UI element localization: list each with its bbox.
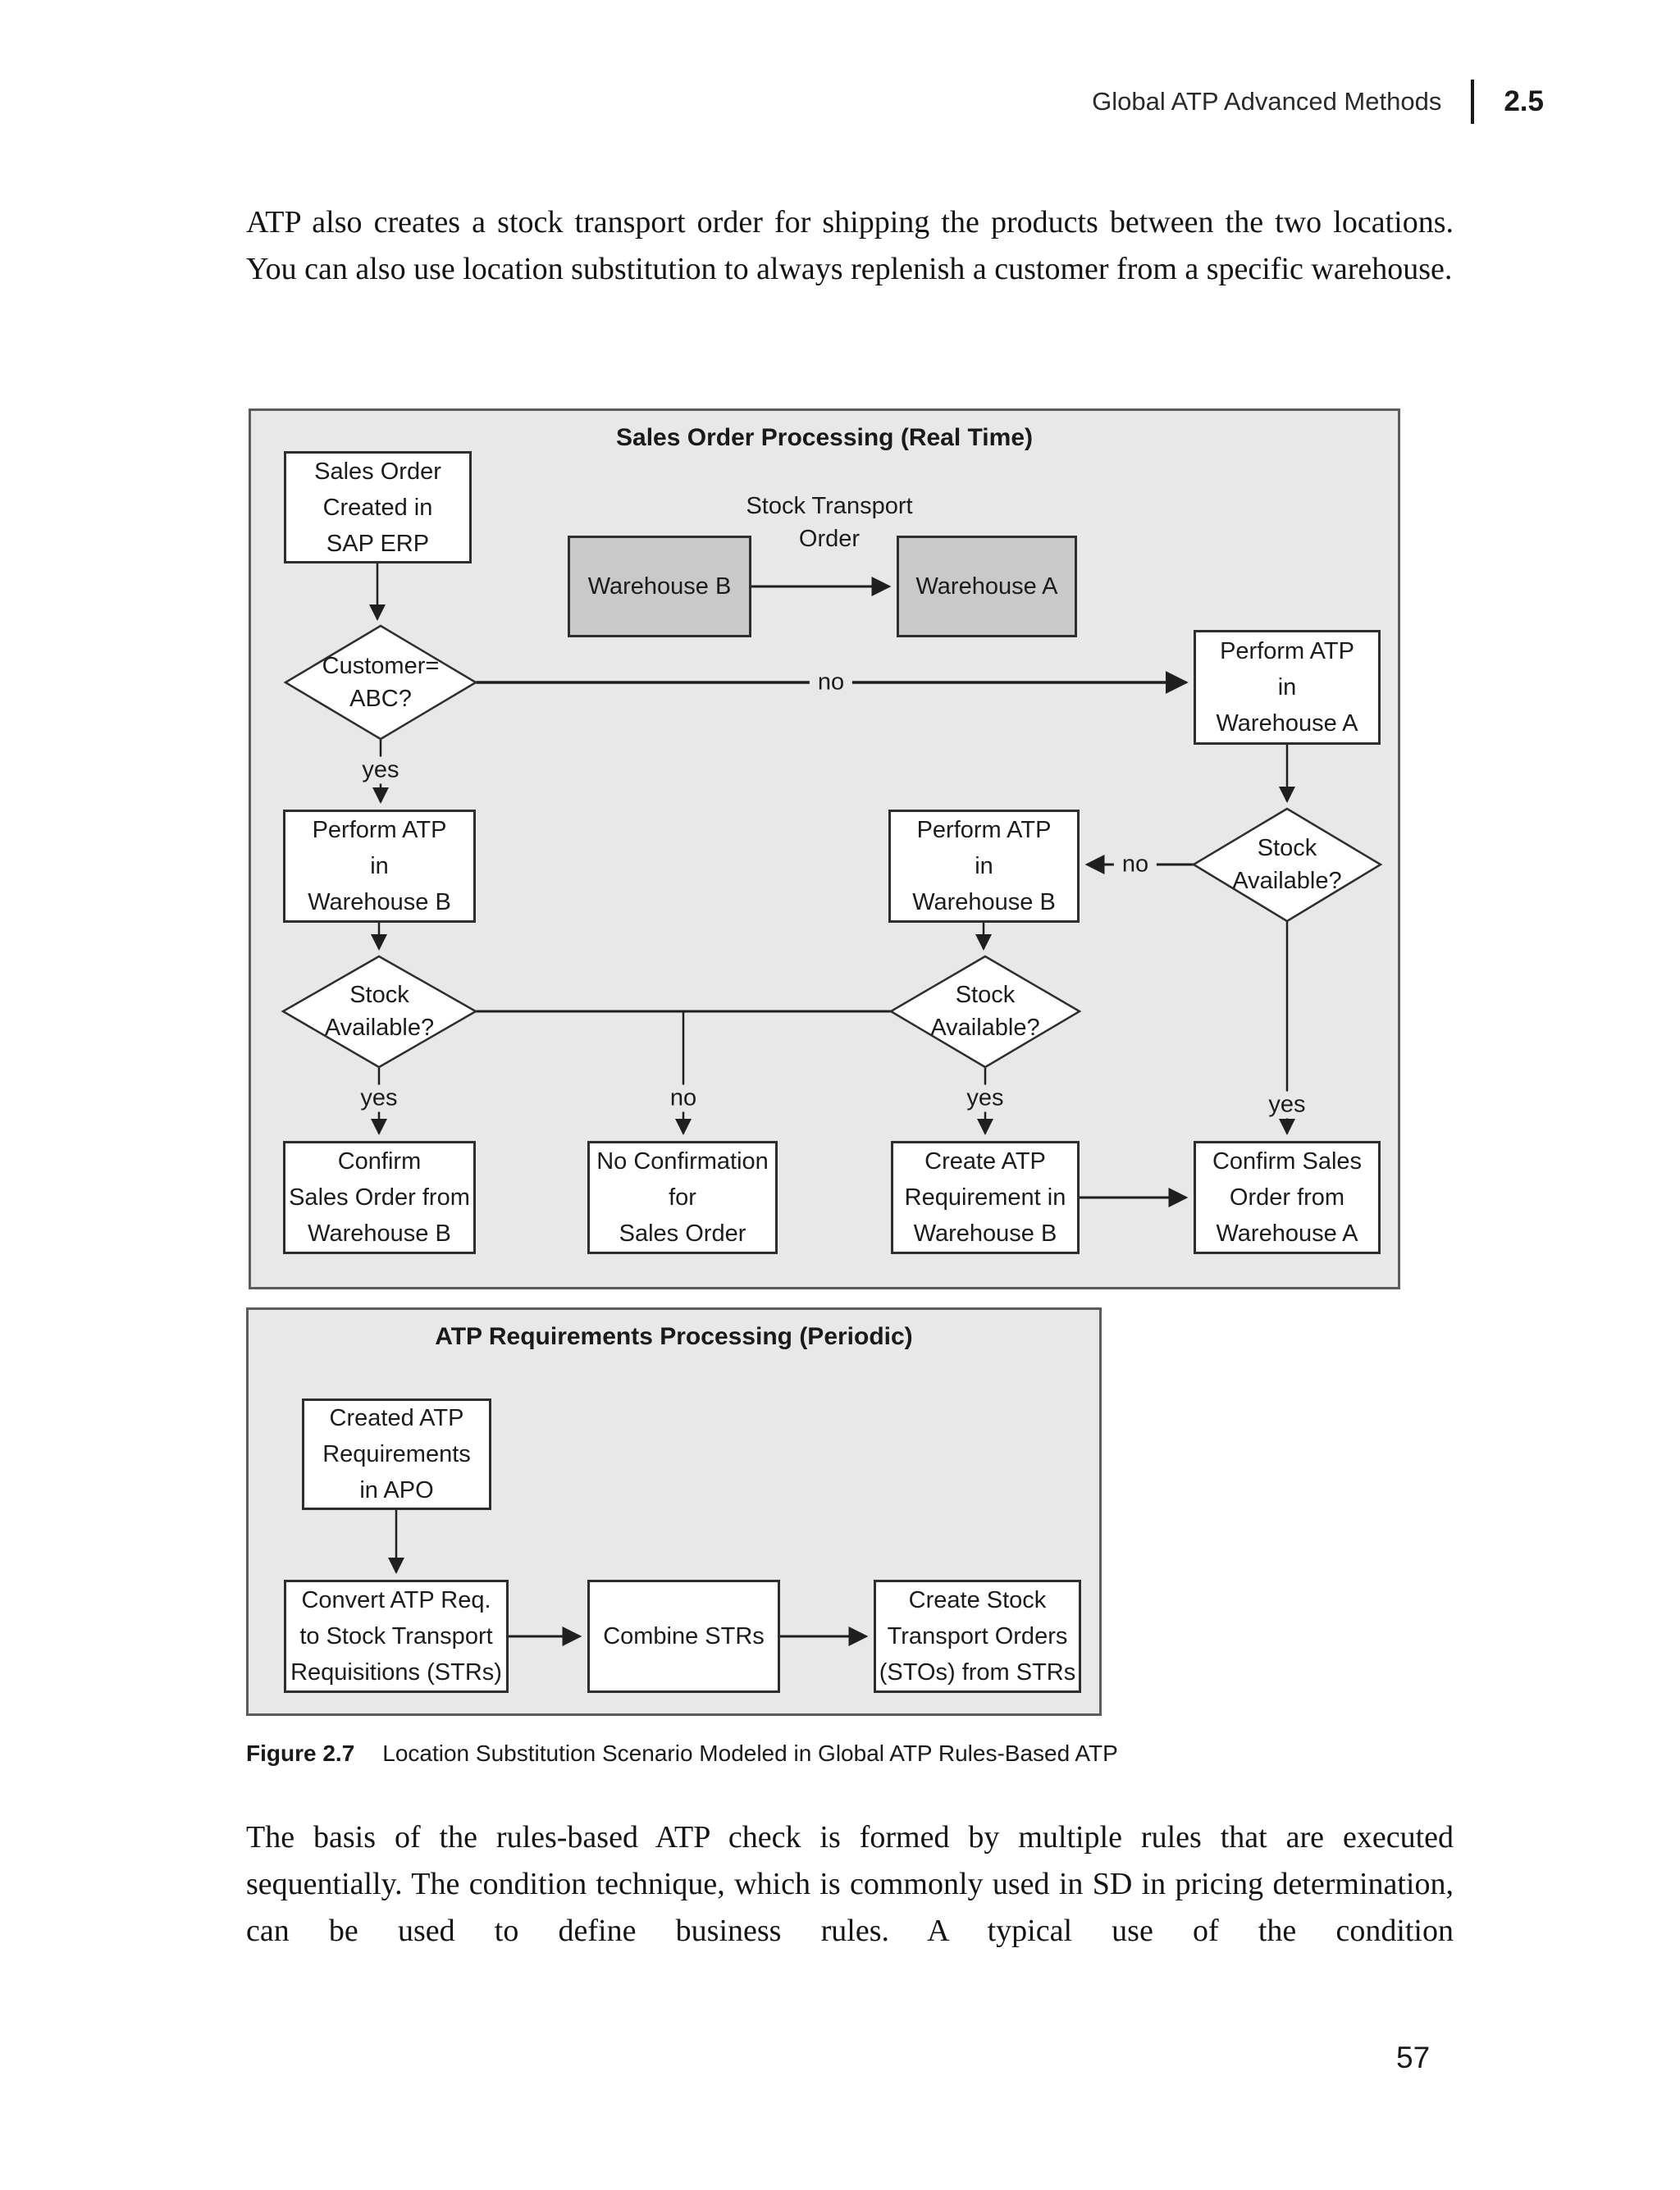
convert-atp-req-box: Convert ATP Req. to Stock Transport Requ…	[284, 1580, 509, 1693]
edge-label-no-stock-left: no	[661, 1084, 705, 1112]
edge-label-yes-stock-mid: yes	[958, 1084, 1012, 1112]
create-atp-requirement-box: Create ATP Requirement in Warehouse B	[891, 1141, 1080, 1254]
body-paragraph: The basis of the rules-based ATP check i…	[246, 1820, 1454, 1948]
confirm-sales-order-b-box: Confirm Sales Order from Warehouse B	[283, 1141, 476, 1254]
figure-caption: Figure 2.7 Location Substitution Scenari…	[246, 1741, 1454, 1767]
sales-order-processing-panel: Sales Order Processing (Real Time) Sales…	[249, 408, 1400, 1289]
warehouse-a-box: Warehouse A	[897, 536, 1077, 637]
create-stock-transport-orders-box: Create Stock Transport Orders (STOs) fro…	[874, 1580, 1081, 1693]
diagram2-title: ATP Requirements Processing (Periodic)	[435, 1323, 913, 1350]
atp-requirements-processing-panel: ATP Requirements Processing (Periodic) C…	[246, 1307, 1102, 1716]
running-header: Global ATP Advanced Methods 2.5	[0, 79, 1544, 125]
diagram1-title: Sales Order Processing (Real Time)	[616, 424, 1033, 451]
edge-label-yes-customer: yes	[354, 756, 408, 784]
figure-caption-label: Figure 2.7	[246, 1741, 355, 1766]
confirm-sales-order-a-box: Confirm Sales Order from Warehouse A	[1194, 1141, 1381, 1254]
page-number: 57	[1396, 2041, 1431, 2074]
header-divider	[1471, 80, 1475, 124]
stock-available-right-text: Stock Available?	[1232, 835, 1342, 894]
stock-transport-order-label: Stock Transport Order	[746, 493, 913, 552]
edge-label-yes-stock-right: yes	[1260, 1091, 1314, 1119]
figure-caption-text: Location Substitution Scenario Modeled i…	[382, 1741, 1118, 1766]
sales-order-created-box: Sales Order Created in SAP ERP	[284, 451, 472, 563]
perform-atp-warehouse-a-box: Perform ATP in Warehouse A	[1194, 630, 1381, 745]
no-confirmation-box: No Confirmation for Sales Order	[587, 1141, 778, 1254]
stock-available-left-text: Stock Available?	[324, 982, 435, 1041]
edge-label-no-stock-right: no	[1113, 851, 1157, 878]
perform-atp-warehouse-b-mid-box: Perform ATP in Warehouse B	[888, 810, 1080, 923]
perform-atp-warehouse-b-left-box: Perform ATP in Warehouse B	[283, 810, 476, 923]
edge-label-yes-stock-left: yes	[352, 1084, 406, 1112]
edge-label-no-customer: no	[809, 668, 853, 696]
stock-available-mid-text: Stock Available?	[930, 982, 1040, 1041]
warehouse-b-box: Warehouse B	[568, 536, 751, 637]
combine-strs-box: Combine STRs	[587, 1580, 780, 1693]
customer-abc-diamond-text: Customer= ABC?	[322, 653, 440, 712]
chapter-title: Global ATP Advanced Methods	[1092, 87, 1442, 116]
created-atp-requirements-box: Created ATP Requirements in APO	[302, 1398, 491, 1510]
section-number: 2.5	[1504, 85, 1544, 117]
intro-paragraph: ATP also creates a stock transport order…	[246, 205, 1454, 286]
